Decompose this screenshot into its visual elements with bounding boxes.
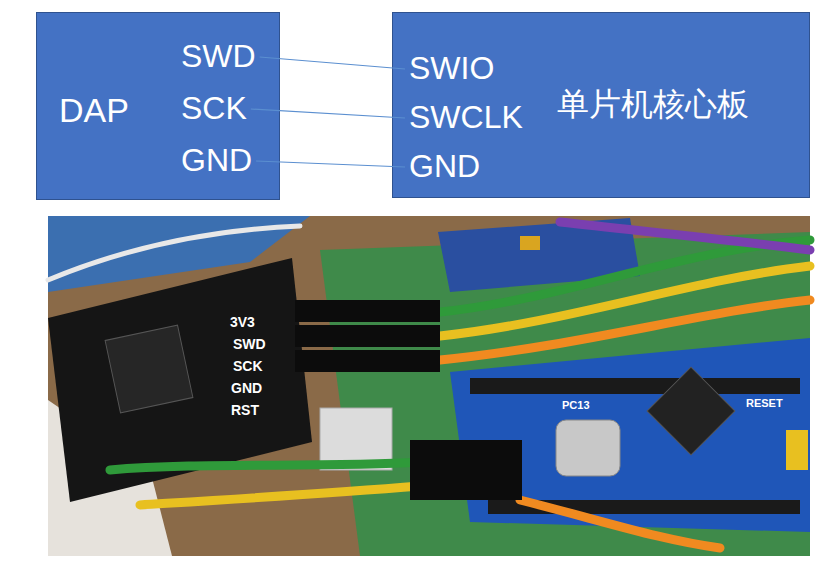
signal-wire	[251, 109, 405, 118]
header-housing	[295, 300, 522, 500]
photo-ground	[48, 216, 810, 556]
core-board	[450, 338, 810, 532]
silkscreen-label: RESET	[746, 398, 783, 409]
silkscreen-label: 3V3	[230, 315, 255, 329]
dap-chip	[105, 325, 193, 413]
signal-wire	[260, 57, 405, 69]
panel-box: 单片机核心板 SWIO SWCLK GND	[392, 12, 810, 198]
box-title: DAP	[59, 92, 129, 129]
pin-label: SWD	[181, 39, 256, 74]
pin-name: GND	[181, 143, 252, 178]
pin-name: GND	[409, 149, 480, 184]
box-title-holder: 单片机核心板	[557, 87, 749, 122]
pin-label: SCK	[181, 91, 247, 126]
pin-name: SWD	[181, 39, 256, 74]
signal-wire	[256, 161, 405, 167]
silkscreen-label: PC13	[562, 400, 590, 411]
panel-box: DAP SWD SCK GND	[36, 12, 280, 200]
silkscreen-label: SWD	[233, 337, 266, 351]
pin-label: SWCLK	[409, 100, 523, 135]
box-title: 单片机核心板	[557, 87, 749, 122]
pin-name: SWCLK	[409, 100, 523, 135]
wires	[48, 222, 810, 548]
pin-name: SCK	[181, 91, 247, 126]
box-title-holder: DAP	[59, 92, 129, 129]
pin-label: GND	[181, 143, 252, 178]
mcu-chip	[647, 367, 735, 455]
silkscreen-label: SCK	[233, 359, 263, 373]
jumper	[786, 430, 808, 470]
pin-label: SWIO	[409, 51, 494, 86]
capacitor	[520, 236, 540, 250]
silkscreen-label: RST	[231, 403, 259, 417]
silkscreen-label: GND	[231, 381, 262, 395]
pin-name: SWIO	[409, 51, 494, 86]
crystal	[556, 420, 620, 476]
pin-label: GND	[409, 149, 480, 184]
